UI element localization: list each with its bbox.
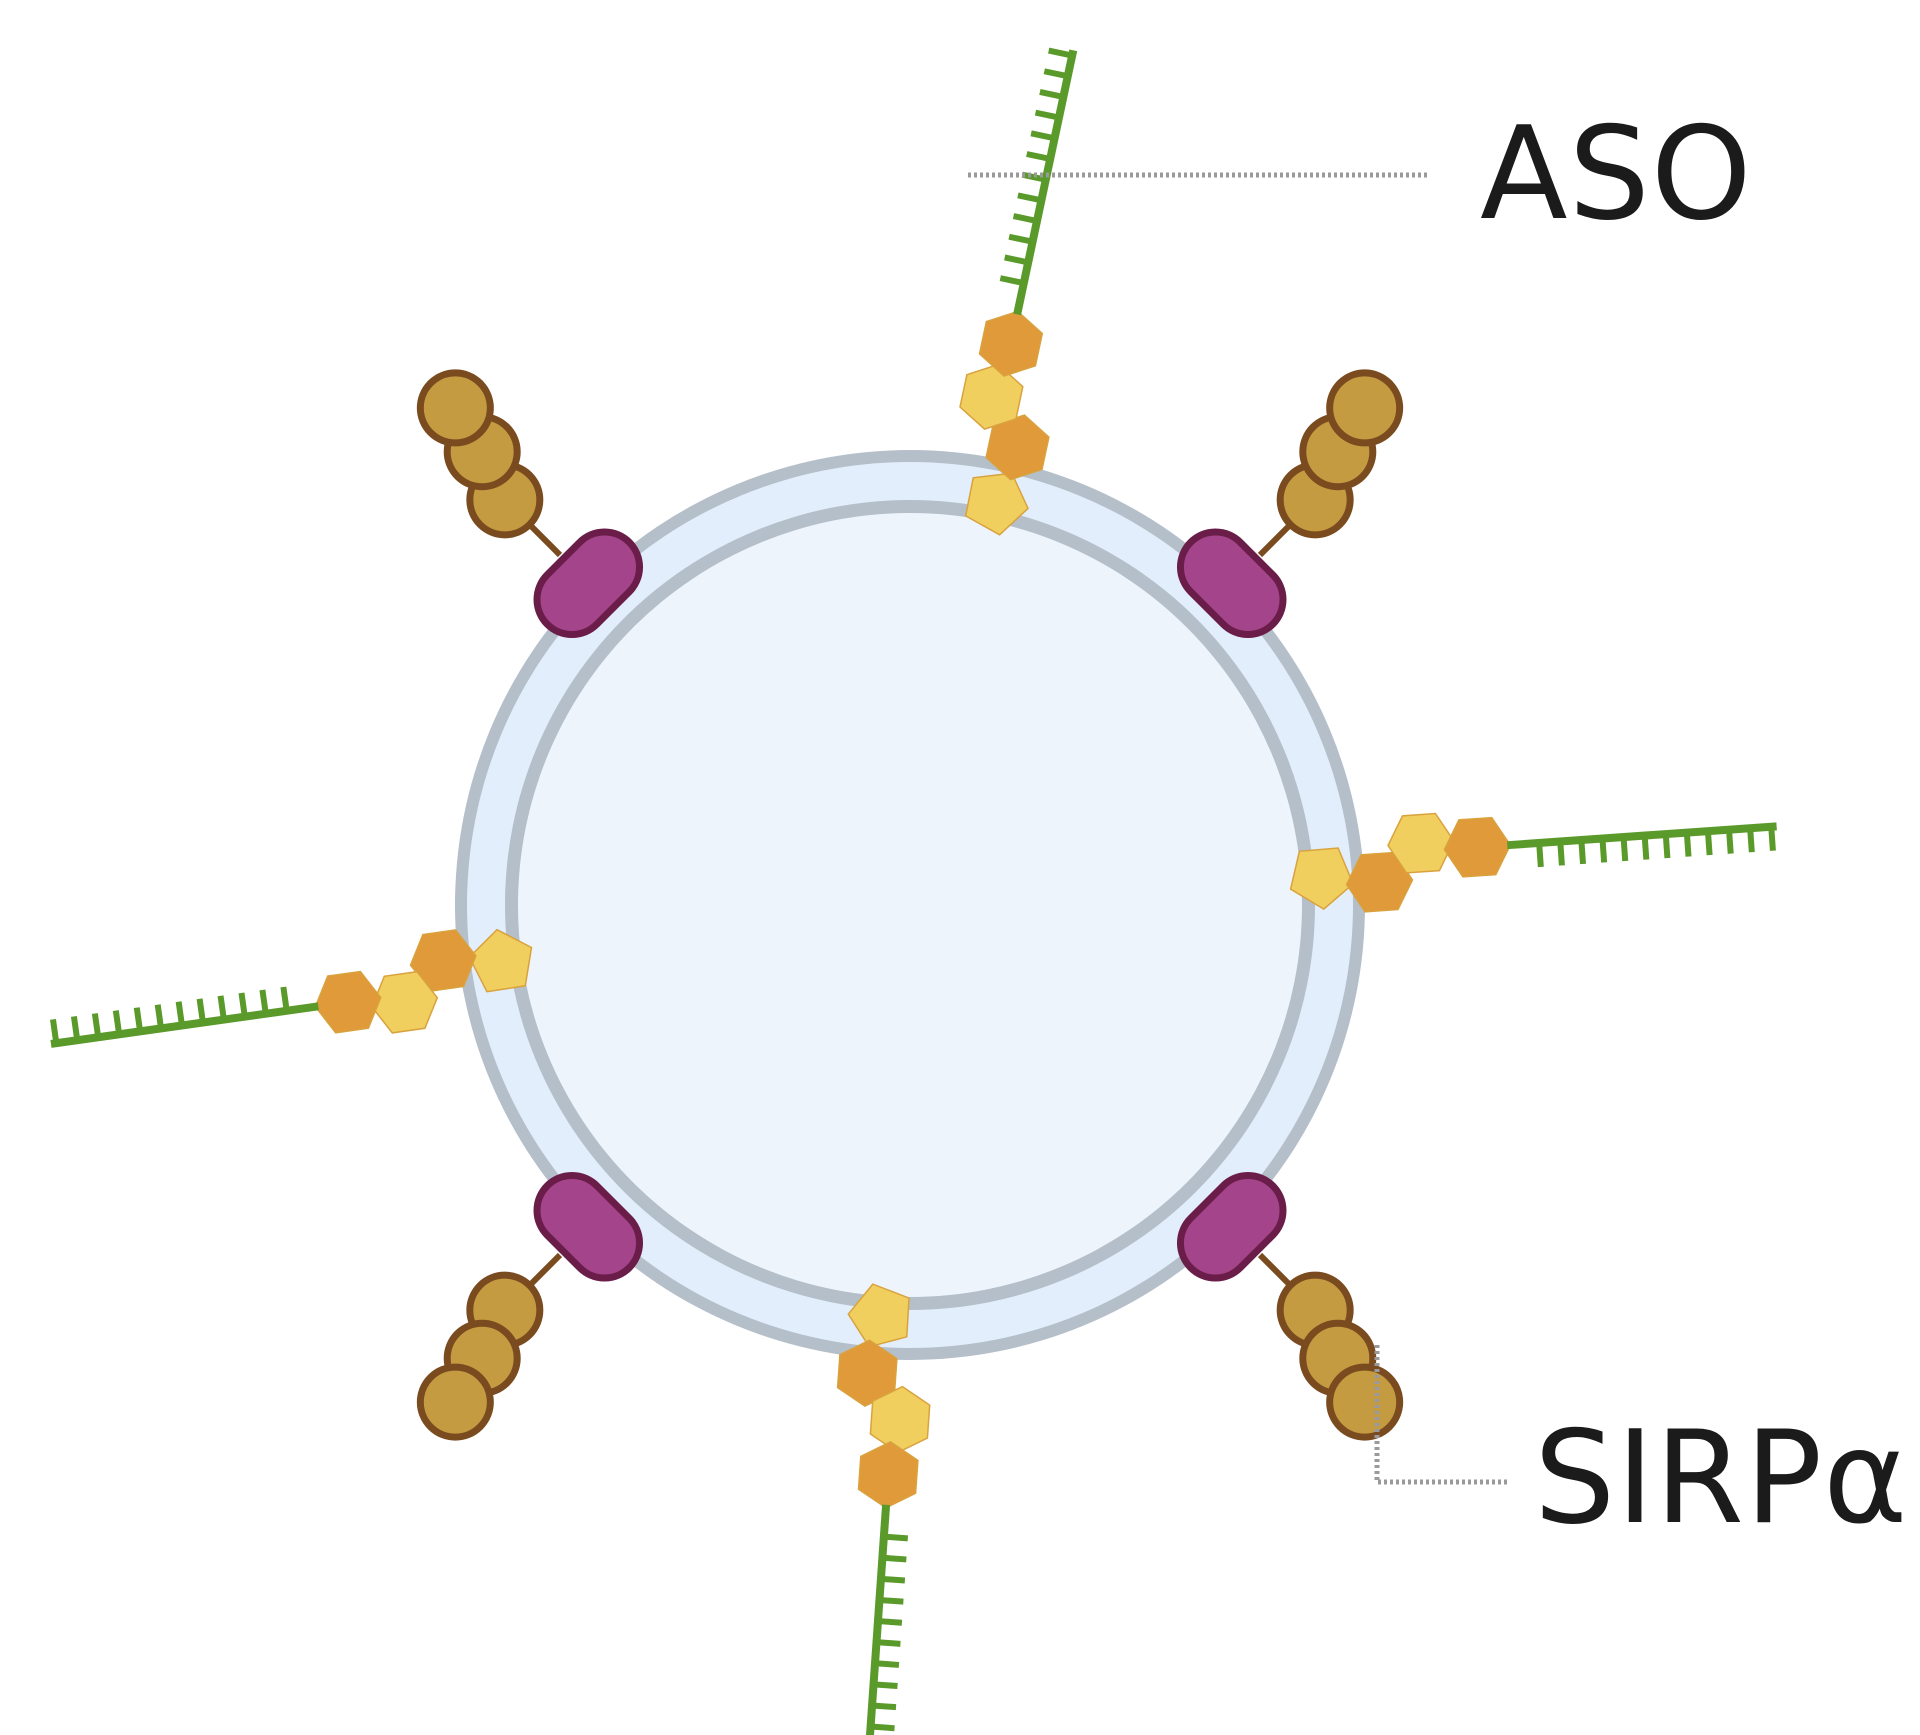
vesicle <box>455 450 1365 1360</box>
aso-conjugate-bottom <box>836 1283 931 1735</box>
sirpa-label: SIRPα <box>1534 1404 1909 1553</box>
dna-strand-icon <box>865 1504 909 1735</box>
aso-conjugate-left <box>50 928 533 1048</box>
vesicle-lumen <box>518 513 1302 1297</box>
aso-conjugate-top <box>959 47 1078 536</box>
bead-chain-icon <box>416 369 494 447</box>
membrane-anchor-icon <box>533 528 644 639</box>
bead-chain-icon <box>1326 369 1404 447</box>
anchor-hexagon-icon <box>314 970 382 1034</box>
dna-strand-icon <box>999 47 1078 316</box>
anchor-hexagon-icon <box>1443 816 1512 878</box>
bead-chain-icon <box>1326 1363 1404 1441</box>
anchor-hexagon-icon <box>869 1385 931 1454</box>
anchor-hexagon-icon <box>978 310 1044 377</box>
sirpa-protein-top-left <box>416 369 644 639</box>
sirpa-protein-bottom-right <box>1176 1171 1404 1441</box>
sirpa-protein-bottom-left <box>416 1171 644 1441</box>
dna-strand-icon <box>1507 822 1777 868</box>
aso-conjugate-right <box>1289 812 1777 913</box>
anchor-hexagon-icon <box>857 1441 919 1509</box>
anchor-hexagon-icon <box>1289 847 1355 911</box>
membrane-anchor-icon <box>1176 1171 1287 1282</box>
anchor-hexagon-icon <box>959 363 1024 430</box>
anchor-hexagon-icon <box>468 928 533 993</box>
aso-conjugates <box>50 47 1777 1735</box>
bead-chain-icon <box>416 1363 494 1441</box>
anchor-hexagon-icon <box>371 970 439 1034</box>
anchor-hexagon-icon <box>964 472 1029 536</box>
anchor-hexagon-icon <box>847 1283 910 1348</box>
sirpa-proteins <box>416 369 1404 1441</box>
aso-label: ASO <box>1480 100 1753 249</box>
sirpa-protein-top-right <box>1176 369 1404 639</box>
anchor-hexagon-icon <box>1387 812 1455 874</box>
membrane-anchor-icon <box>533 1171 644 1282</box>
dna-strand-icon <box>50 986 319 1048</box>
membrane-anchor-icon <box>1176 528 1287 639</box>
leader-lines <box>968 172 1510 1485</box>
